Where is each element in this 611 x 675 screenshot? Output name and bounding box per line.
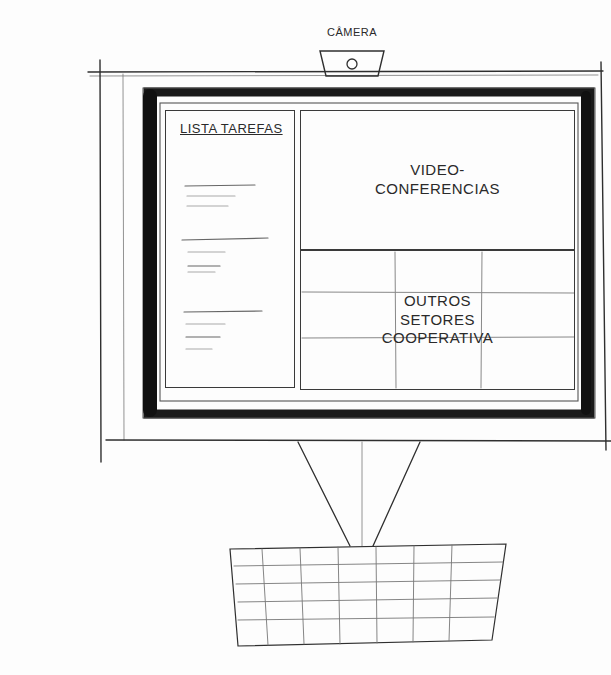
other-sectors-panel: OUTROS SETORES COOPERATIVA	[300, 250, 575, 390]
monitor-bezel	[143, 88, 595, 418]
sector-grid	[302, 252, 574, 388]
node-label: CÂMERA	[327, 26, 377, 40]
camera-body	[320, 51, 384, 76]
task-list-panel: LISTA TAREFAS	[165, 110, 295, 388]
node-label: VIDEO- CONFERENCIAS	[355, 161, 520, 199]
camera-lens	[347, 59, 357, 69]
camera-box: CÂMERA	[310, 26, 394, 78]
node-label: OUTROS SETORES COOPERATIVA	[379, 292, 497, 348]
screen-area	[160, 103, 578, 401]
monitor-frame	[88, 60, 611, 462]
task-list-lines	[182, 185, 268, 349]
video-conference-panel: VIDEO- CONFERENCIAS	[300, 110, 575, 250]
monitor-stand	[298, 442, 420, 546]
node-label: LISTA TAREFAS	[180, 121, 286, 137]
keyboard	[230, 544, 506, 646]
